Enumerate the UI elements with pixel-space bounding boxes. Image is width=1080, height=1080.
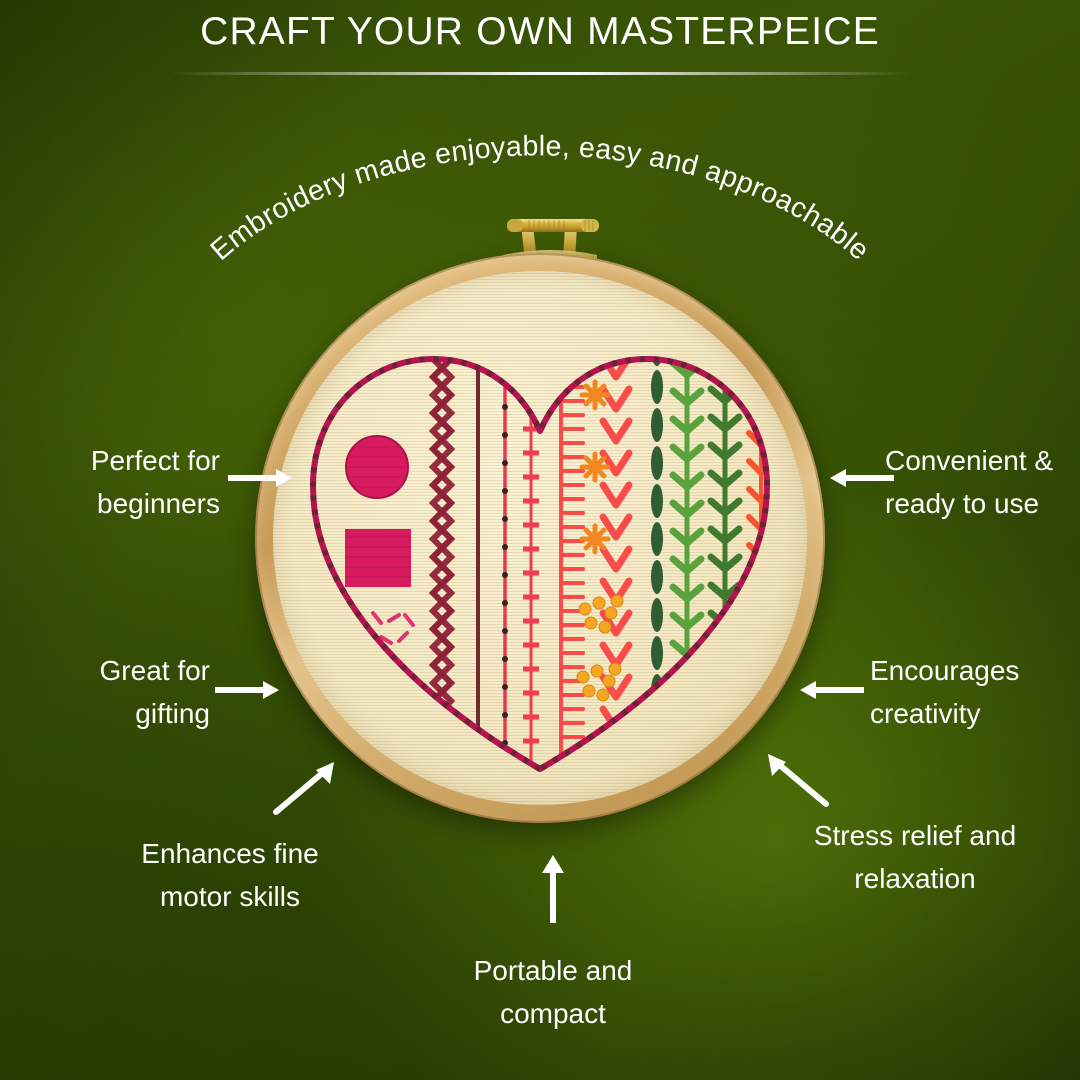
header-divider xyxy=(170,72,910,75)
callout-line-2: ready to use xyxy=(885,487,1040,519)
heart-outline-couching xyxy=(310,356,770,772)
arrow-left-icon-convenient xyxy=(830,466,894,490)
stitch-col-maroon-braid xyxy=(428,359,456,740)
callout-line-2: motor skills xyxy=(159,880,300,912)
stitch-col-oval-dark-green xyxy=(651,359,663,746)
callout-line-1: Perfect for xyxy=(90,445,220,476)
heart-outline xyxy=(310,356,770,772)
hoop-fabric xyxy=(273,271,807,805)
callout-line-2: gifting xyxy=(135,697,210,729)
stitch-col-feather-green xyxy=(669,359,705,769)
arrow-up-right-icon-motor-skills xyxy=(272,760,338,816)
callout-perfect-for-beginners: Perfect for beginners xyxy=(20,440,220,525)
callout-encourages-creativity: Encourages creativity xyxy=(870,650,1070,735)
embroidery-hoop xyxy=(255,205,825,830)
stitch-col-dashed-red xyxy=(523,359,539,769)
callout-line-1: Encourages xyxy=(870,655,1020,686)
stitch-col-arrow-orange xyxy=(746,359,767,743)
callout-line-2: compact xyxy=(500,997,606,1029)
callout-convenient-and-ready-to-use: Convenient & ready to use xyxy=(885,440,1080,525)
callout-line-2: relaxation xyxy=(854,862,976,894)
callout-enhances-fine-motor-skills: Enhances fine motor skills xyxy=(110,833,350,918)
callout-line-1: Great for xyxy=(99,655,210,686)
callout-line-2: creativity xyxy=(870,697,981,729)
stitch-col-satin-shapes xyxy=(331,435,415,748)
callout-line-1: Convenient & xyxy=(885,445,1054,476)
stitch-col-chevron-deep-green xyxy=(707,359,743,744)
callout-portable-and-compact: Portable and compact xyxy=(423,950,683,1035)
arrow-right-icon-beginners xyxy=(228,466,292,490)
page-title: CRAFT YOUR OWN MASTERPEICE xyxy=(200,10,880,53)
callout-line-1: Enhances fine xyxy=(141,838,319,869)
hoop-ring xyxy=(255,253,825,823)
callout-line-2: beginners xyxy=(97,487,220,519)
stitch-col-fly-v-red xyxy=(599,359,633,765)
arrow-up-left-icon-stress-relief xyxy=(764,752,830,808)
stitch-col-blanket-red xyxy=(559,359,585,769)
curved-tagline: Embroidery made enjoyable, easy and appr… xyxy=(205,130,875,267)
stitch-col-daisies-orange xyxy=(579,379,611,555)
stitch-col-french-knots-amber xyxy=(576,594,624,702)
callout-great-for-gifting: Great for gifting xyxy=(40,650,210,735)
stitch-col-running-pink xyxy=(502,359,508,769)
arrow-left-icon-creativity xyxy=(800,678,864,702)
heart-stitch-sampler xyxy=(310,356,770,772)
callout-stress-relief-and-relaxation: Stress relief and relaxation xyxy=(780,815,1050,900)
arrow-up-icon-portable xyxy=(540,855,566,923)
callout-line-1: Portable and xyxy=(473,955,633,986)
arrow-right-icon-gifting xyxy=(215,678,279,702)
heart-stitch-sampler-right xyxy=(576,379,624,702)
callout-line-1: Stress relief and xyxy=(813,820,1017,851)
